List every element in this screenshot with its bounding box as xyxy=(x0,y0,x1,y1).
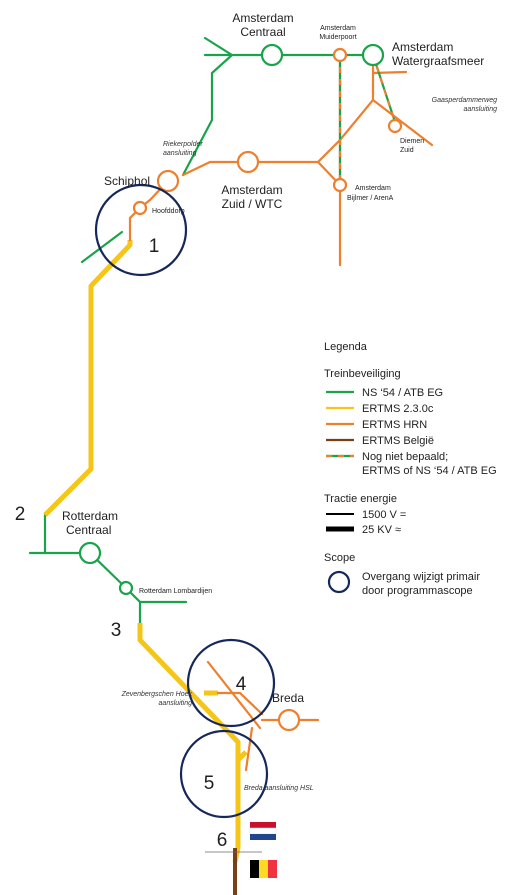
legend-title: Legenda xyxy=(324,341,368,353)
label-watergraafsmeer-1: Amsterdam xyxy=(392,40,453,54)
legend-item-belgie: ERTMS België xyxy=(362,435,434,447)
label-hoofddorp: Hoofddorp xyxy=(152,208,185,215)
label-breda-aansluiting: Breda aansluiting HSL xyxy=(244,785,314,792)
label-rotterdam-centraal-1: Rotterdam xyxy=(62,509,118,523)
scope-circle-4 xyxy=(186,638,276,728)
marker-5: 5 xyxy=(204,773,215,794)
legend-item-undetermined-1: Nog niet bepaald; xyxy=(362,451,448,463)
marker-3: 3 xyxy=(111,620,122,641)
legend-treinbeveiliging-heading: Treinbeveiliging xyxy=(324,368,401,380)
legend-item-25kv: 25 KV ≈ xyxy=(362,524,401,536)
label-schiphol: Schiphol xyxy=(104,174,150,188)
legend: Legenda Treinbeveiliging NS ‘54 / ATB EG… xyxy=(324,341,497,597)
label-amsterdam-zuid-1: Amsterdam xyxy=(221,183,282,197)
legend-scope-line-1: Overgang wijzigt primair xyxy=(362,571,480,583)
label-amsterdam-zuid-2: Zuid / WTC xyxy=(222,197,283,211)
legend-item-ertms-230c: ERTMS 2.3.0c xyxy=(362,403,434,415)
label-amsterdam-centraal-2: Centraal xyxy=(240,25,285,39)
legend-item-undetermined-2: ERTMS of NS ‘54 / ATB EG xyxy=(362,465,497,477)
legend-scope-line-2: door programmascope xyxy=(362,585,473,597)
label-riekerpolder-1: Riekerpolder xyxy=(163,141,203,148)
marker-1: 1 xyxy=(149,236,160,257)
station-labels: Amsterdam Centraal Amsterdam Muiderpoort… xyxy=(62,11,497,792)
undetermined-lines xyxy=(338,54,398,185)
label-zevenbergschen-hoek-1: Zevenbergschen Hoek xyxy=(121,691,193,698)
label-breda: Breda xyxy=(272,691,304,705)
label-watergraafsmeer-2: Watergraafsmeer xyxy=(392,54,484,68)
scope-circles xyxy=(94,183,276,819)
legend-tractie-heading: Tractie energie xyxy=(324,493,397,505)
label-zevenbergschen-hoek-2: aansluiting xyxy=(159,700,193,707)
legend-swatch-scope xyxy=(327,570,351,594)
label-amsterdam-centraal-1: Amsterdam xyxy=(232,11,293,25)
legend-scope-heading: Scope xyxy=(324,552,355,564)
scope-circle-1 xyxy=(94,183,188,277)
label-bijlmer-2: Bijlmer / ArenA xyxy=(347,195,394,202)
marker-6: 6 xyxy=(217,830,228,851)
transition-markers: 1 2 3 4 5 6 xyxy=(15,236,247,851)
marker-4: 4 xyxy=(236,674,247,695)
label-bijlmer-1: Amsterdam xyxy=(355,185,391,192)
netherlands-flag xyxy=(249,822,277,840)
legend-item-ns54: NS ‘54 / ATB EG xyxy=(362,387,443,399)
station-markers xyxy=(78,43,403,732)
label-diemen-zuid-2: Zuid xyxy=(400,147,414,154)
label-gaasperdammerweg-2: aansluiting xyxy=(464,106,498,113)
belgium-flag xyxy=(250,860,277,878)
scope-circle-5 xyxy=(179,729,269,819)
ertms-230c-lines xyxy=(43,240,248,863)
label-gaasperdammerweg-1: Gaasperdammerweg xyxy=(432,97,497,104)
legend-item-1500v: 1500 V = xyxy=(362,509,406,521)
label-diemen-zuid-1: Diemen xyxy=(400,138,424,145)
label-riekerpolder-2: aansluiting xyxy=(163,150,197,157)
label-rotterdam-centraal-2: Centraal xyxy=(66,523,111,537)
label-muiderpoort-2: Muiderpoort xyxy=(319,34,356,41)
marker-2: 2 xyxy=(15,504,26,525)
legend-item-hrn: ERTMS HRN xyxy=(362,419,427,431)
label-rotterdam-lombardijen: Rotterdam Lombardijen xyxy=(139,588,212,595)
label-muiderpoort-1: Amsterdam xyxy=(320,25,356,32)
